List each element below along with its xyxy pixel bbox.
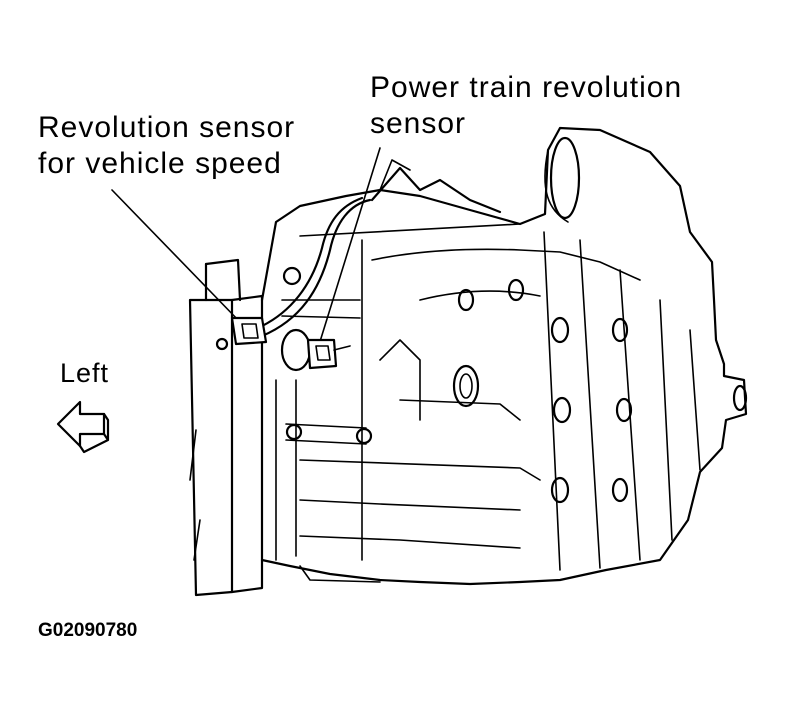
leader-line-power-train: [317, 147, 381, 349]
vehicle-speed-sensor-label-line-2: for vehicle speed: [38, 147, 282, 180]
power-train-sensor-label: Power train revolution sensor: [370, 70, 682, 142]
power-train-sensor-label-line-2: sensor: [370, 107, 467, 140]
vehicle-speed-sensor-label: Revolution sensor for vehicle speed: [38, 110, 295, 182]
leader-line-vehicle-speed: [111, 189, 241, 323]
direction-label: Left: [60, 358, 110, 388]
vehicle-speed-sensor: [230, 316, 268, 346]
arrow-left-icon: [56, 400, 106, 448]
transaxle-body: [188, 126, 748, 597]
power-train-sensor: [306, 338, 338, 370]
figure-id: G02090780: [38, 620, 138, 641]
vehicle-speed-sensor-label-line-1: Revolution sensor: [38, 111, 296, 144]
power-train-sensor-label-line-1: Power train revolution: [370, 71, 683, 104]
